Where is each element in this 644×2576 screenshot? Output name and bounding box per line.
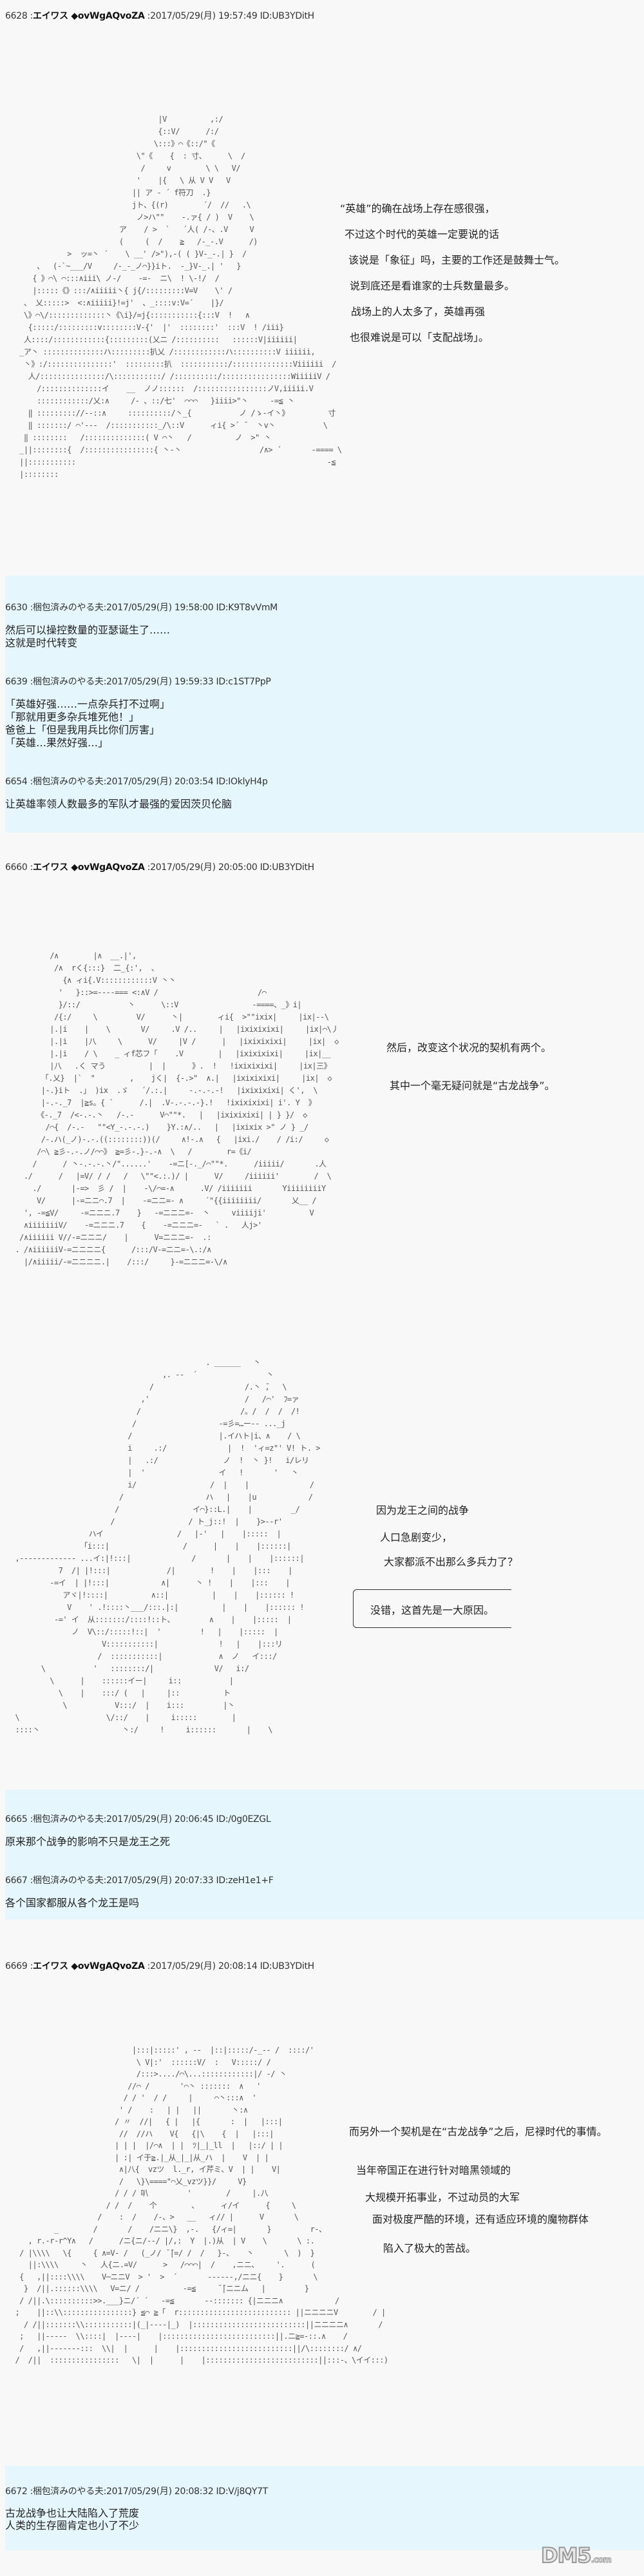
post-body-6665: 原来那个战争的影响不只是龙王之死 xyxy=(5,1835,171,1848)
speech-text: 没错，这首先是一大原因。 xyxy=(370,1604,495,1616)
post-body-6667: 各个国家都服从各个龙王是吗 xyxy=(5,1897,140,1909)
post-body-6672: 古龙战争也让大陆陷入了荒废 人类的生存圈肯定也小了不少 xyxy=(5,2507,140,2532)
reply-band xyxy=(5,1790,644,1919)
narration-line: 其中一个毫无疑问就是“古龙战争”。 xyxy=(390,1080,555,1092)
narration-line: 陷入了极大的苦战。 xyxy=(383,2242,477,2254)
post-header-6665: 6665 :梱包済みのやる夫:2017/05/29(月) 20:06:45 ID… xyxy=(5,1814,271,1825)
speech-bubble: 没错，这首先是一大原因。 xyxy=(353,1589,511,1628)
post-header-6669: 6669 :エイワス ◆ovWgAQvoZA :2017/05/29(月) 20… xyxy=(5,1959,314,1972)
narration-line: 大规模开拓事业，不过动员的大军 xyxy=(365,2191,520,2203)
post-number[interactable]: 6660 : xyxy=(5,862,33,873)
author-name: エイワス ◆ovWgAQvoZA xyxy=(33,862,145,873)
post-meta: :2017/05/29(月) 20:08:14 ID:UB3YDitH xyxy=(144,1961,315,1971)
reply-band xyxy=(5,2466,644,2550)
narration-line: 战场上的人太多了，英雄再强 xyxy=(351,305,486,318)
narration-line: 面对极度严酷的环境，还有适应环境的魔物群体 xyxy=(372,2213,589,2225)
dm5-watermark-logo: DM5.com xyxy=(540,2542,612,2568)
narration-line: 当年帝国正在进行针对暗黑领域的 xyxy=(356,2164,511,2176)
narration-line: 说到底还是看谁家的士兵数量最多。 xyxy=(350,280,515,292)
author-name: エイワス ◆ovWgAQvoZA xyxy=(33,1961,145,1971)
post-header-6672: 6672 :梱包済みのやる夫:2017/05/29(月) 20:08:32 ID… xyxy=(5,2486,268,2497)
post-body-6630: 然后可以操控数量的亚瑟诞生了…… 这就是时代转变 xyxy=(5,624,171,649)
post-body-6639: 「英雄好强……一点杂兵打不过啊」 「那就用更多杂兵堆死他！」 爸爸上「但是我用兵… xyxy=(5,698,171,749)
post-header-6630: 6630 :梱包済みのやる夫:2017/05/29(月) 19:58:00 ID… xyxy=(5,603,278,613)
post-meta: :2017/05/29(月) 20:05:00 ID:UB3YDitH xyxy=(144,862,315,873)
narration-line: 该说是「象征」吗，主要的工作还是鼓舞士气。 xyxy=(348,254,565,266)
post-meta: :2017/05/29(月) 19:57:49 ID:UB3YDitH xyxy=(144,11,315,21)
narration-line: 因为龙王之间的战争 xyxy=(376,1504,469,1516)
post-body-6654: 让英雄率领人数最多的军队才最强的爱因茨贝伦脑 xyxy=(5,798,232,810)
narration-line: 而另外一个契机是在“古龙战争”之后，尼禄时代的事情。 xyxy=(349,2126,607,2138)
post-header-6667: 6667 :梱包済みのやる夫:2017/05/29(月) 20:07:33 ID… xyxy=(5,1875,274,1886)
post-header-6628: 6628 :エイワス ◆ovWgAQvoZA :2017/05/29(月) 19… xyxy=(5,9,314,22)
narration-line: 也很难说是可以「支配战场」。 xyxy=(350,331,489,344)
narration-line: 人口急剧变少， xyxy=(380,1531,453,1544)
narration-line: “英雄”的确在战场上存在感很强， xyxy=(340,202,495,215)
ascii-art-knight: |:::|:::::' , -- |::|:::::/-_-- / ::::/'… xyxy=(15,2046,388,2365)
ascii-art-figure: . ______ 丶 ,. -- ´ 丶 / /.丶 ̄, \ ,' / xyxy=(15,1358,320,1734)
ascii-art-hero: |V ,:/ {::V/ /:/ \:::》⌒《::/"《 \"《 { : 寸、… xyxy=(19,115,342,479)
post-header-6654: 6654 :梱包済みのやる夫:2017/05/29(月) 20:03:54 ID… xyxy=(5,777,268,787)
author-name: エイワス ◆ovWgAQvoZA xyxy=(33,11,145,21)
post-header-6660: 6660 :エイワス ◆ovWgAQvoZA :2017/05/29(月) 20… xyxy=(5,860,314,873)
narration-line: 大家都派不出那么多兵力了？ xyxy=(384,1556,518,1568)
post-header-6639: 6639 :梱包済みのやる夫:2017/05/29(月) 19:59:33 ID… xyxy=(5,677,271,687)
narration-line: 然后，改变这个状况的契机有两个。 xyxy=(386,1041,552,1054)
narration-line: 不过这个时代的英雄一定要说的话 xyxy=(345,228,500,240)
post-number[interactable]: 6669 : xyxy=(5,1961,33,1971)
post-number[interactable]: 6628 : xyxy=(5,11,33,21)
reply-band xyxy=(5,576,644,833)
ascii-art-characters: /∧ |∧ __.|', /∧ rく{:::} 二_{:', 、 {∧ ィi{.… xyxy=(15,951,339,1266)
